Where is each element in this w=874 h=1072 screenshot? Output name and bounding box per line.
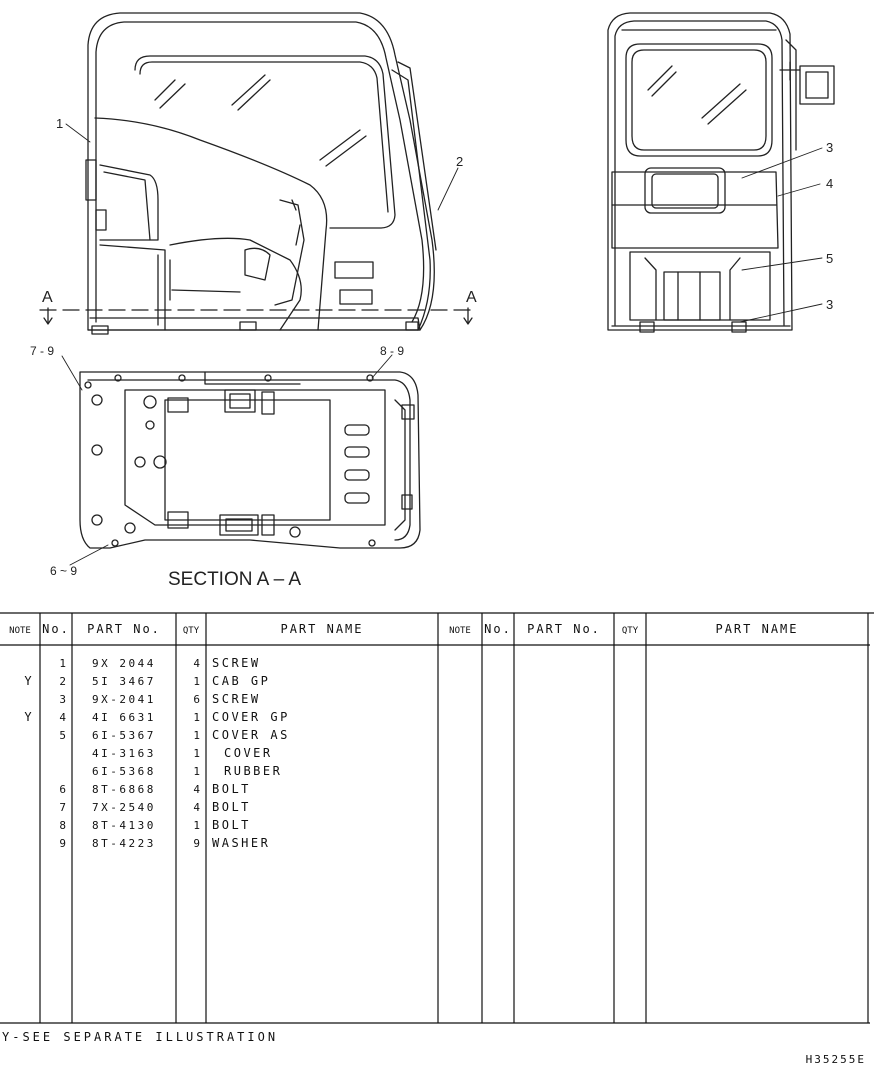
- row-qty: 1: [193, 711, 200, 724]
- row-number: 1: [59, 657, 66, 670]
- callout-6-9: 6 ~ 9: [50, 564, 77, 578]
- row-qty: 1: [193, 747, 200, 760]
- table-header-2-2: PART No.: [527, 622, 601, 636]
- row-part-name: SCREW: [212, 692, 261, 706]
- row-part-number: 8T-6868: [92, 783, 156, 796]
- row-part-name: COVER: [224, 746, 273, 760]
- row-part-name: WASHER: [212, 836, 270, 850]
- row-number: 7: [59, 801, 66, 814]
- row-part-number: 8T-4223: [92, 837, 156, 850]
- drawing-code: H35255E: [805, 1053, 866, 1066]
- parts-illustration: 1 2 3 4 5 3 7 - 9 8 - 9 6 ~ 9 A A SECTIO…: [30, 12, 835, 590]
- table-header-2-1: No.: [484, 622, 512, 636]
- row-qty: 9: [193, 837, 200, 850]
- row-number: 4: [59, 711, 66, 724]
- callout-3-top: 3: [826, 140, 833, 155]
- table-header-2-0: NOTE: [449, 626, 471, 636]
- row-number: 9: [59, 837, 66, 850]
- row-number: 6: [59, 783, 66, 796]
- row-number: 2: [59, 675, 66, 688]
- section-cut-line: [39, 307, 476, 325]
- row-part-name: COVER AS: [212, 728, 290, 742]
- table-header-1-0: NOTE: [9, 626, 31, 636]
- row-qty: 6: [193, 693, 200, 706]
- row-part-number: 8T-4130: [92, 819, 156, 832]
- parts-list-table: NOTE No. PART No. QTY PART NAME NOTE No. PART N…: [0, 612, 874, 1024]
- cab-front-view: [607, 12, 835, 333]
- row-part-number: 6I-5368: [92, 765, 156, 778]
- row-part-name: COVER GP: [212, 710, 290, 724]
- row-note: Y: [24, 674, 32, 688]
- row-qty: 4: [193, 801, 200, 814]
- section-marker-right: A: [466, 289, 477, 306]
- section-title: SECTION A – A: [168, 569, 301, 590]
- row-part-number: 5I 3467: [92, 675, 156, 688]
- callout-3-bottom: 3: [826, 297, 833, 312]
- table-header-1-1: No.: [42, 622, 70, 636]
- row-part-number: 4I 6631: [92, 711, 156, 724]
- row-qty: 1: [193, 729, 200, 742]
- table-header-1-3: QTY: [183, 626, 200, 636]
- row-part-name: BOLT: [212, 800, 251, 814]
- row-qty: 4: [193, 783, 200, 796]
- row-part-number: 7X-2540: [92, 801, 156, 814]
- row-part-name: BOLT: [212, 782, 251, 796]
- section-marker-left: A: [42, 289, 53, 306]
- cab-side-view: [85, 12, 437, 335]
- callout-7-9: 7 - 9: [30, 344, 54, 358]
- row-part-number: 6I-5367: [92, 729, 156, 742]
- callout-5: 5: [826, 251, 833, 266]
- row-note: Y: [24, 710, 32, 724]
- row-part-name: CAB GP: [212, 674, 270, 688]
- row-part-number: 4I-3163: [92, 747, 156, 760]
- callout-leaders: [61, 123, 823, 566]
- row-qty: 1: [193, 819, 200, 832]
- row-part-number: 9X-2041: [92, 693, 156, 706]
- table-header-1-4: PART NAME: [280, 622, 363, 636]
- row-qty: 1: [193, 675, 200, 688]
- row-part-number: 9X 2044: [92, 657, 156, 670]
- callout-8-9: 8 - 9: [380, 344, 404, 358]
- row-number: 5: [59, 729, 66, 742]
- table-header-1-2: PART No.: [87, 622, 161, 636]
- section-a-a-view: [79, 371, 421, 549]
- callout-4: 4: [826, 176, 833, 191]
- callout-1: 1: [56, 116, 63, 131]
- row-part-name: SCREW: [212, 656, 261, 670]
- row-part-name: RUBBER: [224, 764, 282, 778]
- table-header-2-3: QTY: [622, 626, 639, 636]
- callout-2: 2: [456, 154, 463, 169]
- row-number: 8: [59, 819, 66, 832]
- row-qty: 1: [193, 765, 200, 778]
- row-qty: 4: [193, 657, 200, 670]
- row-number: 3: [59, 693, 66, 706]
- table-header-2-4: PART NAME: [715, 622, 798, 636]
- table-body: NOTE No. PART No. QTY PART NAME NOTE No. PART N…: [9, 622, 798, 850]
- row-part-name: BOLT: [212, 818, 251, 832]
- footnote: Y-SEE SEPARATE ILLUSTRATION: [2, 1030, 279, 1044]
